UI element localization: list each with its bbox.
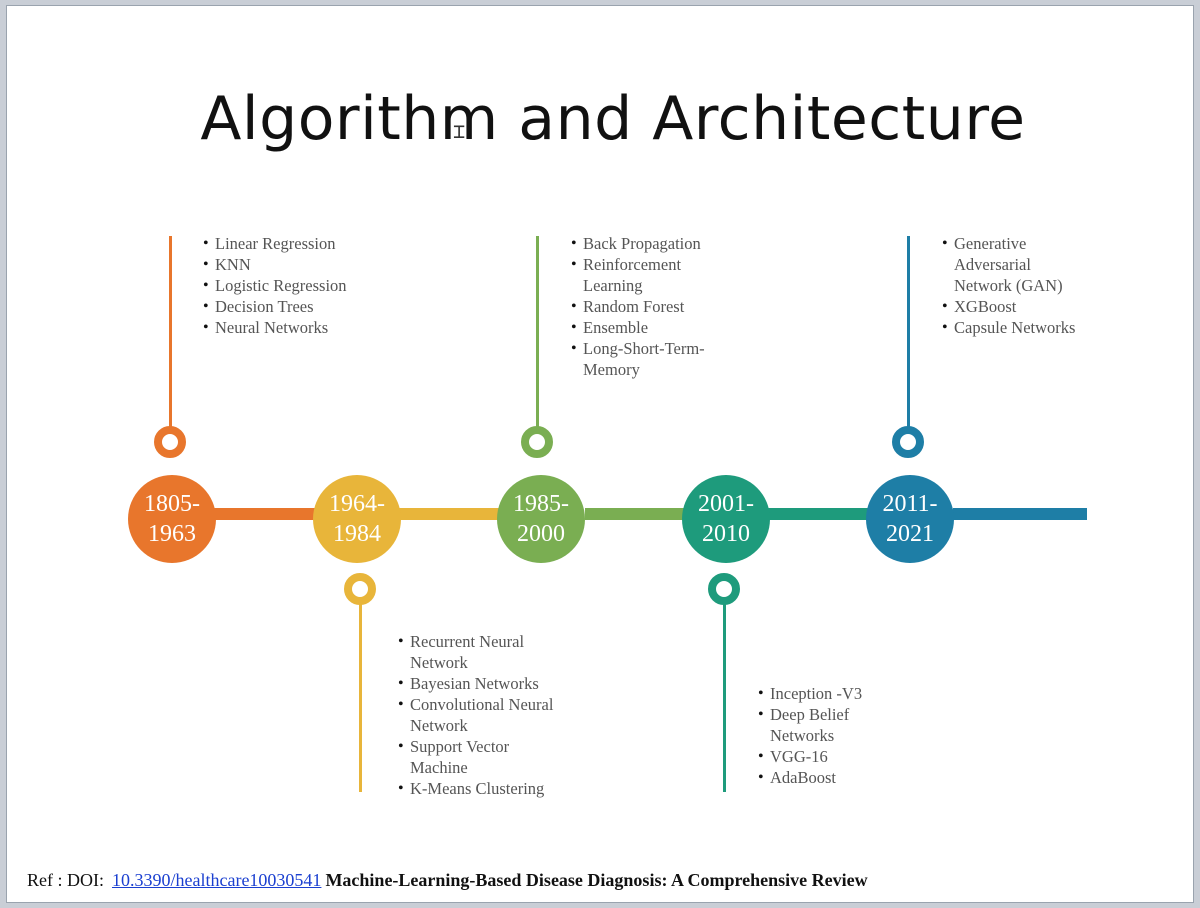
list-item: KNN [203,254,353,275]
doi-link[interactable]: 10.3390/healthcare10030541 [111,870,322,890]
era-1-list: Linear Regression KNN Logistic Regressio… [203,233,353,338]
era-circle-4: 2001- 2010 [682,475,770,563]
list-item: Bayesian Networks [398,673,568,694]
era-end: 2010 [702,521,750,547]
era-5-list: Generative Adversarial Network (GAN) XGB… [942,233,1092,338]
era-5-stem [907,236,910,432]
timeline-segment-4 [767,508,873,520]
list-item: Random Forest [571,296,721,317]
list-item: Logistic Regression [203,275,353,296]
era-5-marker-icon [892,426,924,458]
timeline-segment-3 [585,508,691,520]
slide: Algorithm and Architecture ⌶ 1805- 1963 … [6,5,1194,903]
list-item: Recurrent Neural Network [398,631,568,673]
timeline-segment-2 [399,508,505,520]
era-end: 2000 [517,521,565,547]
era-circle-1: 1805- 1963 [128,475,216,563]
paper-title: Machine-Learning-Based Disease Diagnosis… [325,870,868,890]
ref-prefix: Ref : DOI: [27,870,104,890]
list-item: Inception -V3 [758,683,888,704]
era-end: 1963 [148,521,196,547]
era-end: 1984 [333,521,381,547]
era-end: 2021 [886,521,934,547]
list-item: Generative Adversarial Network (GAN) [942,233,1092,296]
list-item: Back Propagation [571,233,721,254]
era-3-stem [536,236,539,432]
era-start: 2001- [698,491,754,517]
era-2-list: Recurrent Neural Network Bayesian Networ… [398,631,568,799]
era-start: 1805- [144,491,200,517]
era-2-marker-icon [344,573,376,605]
list-item: Ensemble [571,317,721,338]
list-item: Convolutional Neural Network [398,694,568,736]
list-item: Linear Regression [203,233,353,254]
era-1-marker-icon [154,426,186,458]
era-1-stem [169,236,172,432]
list-item: Long-Short-Term-Memory [571,338,721,380]
era-3-marker-icon [521,426,553,458]
list-item: Reinforcement Learning [571,254,721,296]
list-item: Decision Trees [203,296,353,317]
timeline-segment-1 [213,508,319,520]
slide-title: Algorithm and Architecture [200,84,1026,154]
list-item: VGG-16 [758,746,888,767]
list-item: Neural Networks [203,317,353,338]
era-3-list: Back Propagation Reinforcement Learning … [571,233,721,380]
era-2-stem [359,603,362,792]
list-item: AdaBoost [758,767,888,788]
era-start: 1985- [513,491,569,517]
era-start: 1964- [329,491,385,517]
list-item: Capsule Networks [942,317,1092,338]
era-4-list: Inception -V3 Deep Belief Networks VGG-1… [758,683,888,788]
list-item: XGBoost [942,296,1092,317]
text-cursor-icon: ⌶ [453,119,466,143]
era-circle-5: 2011- 2021 [866,475,954,563]
list-item: K-Means Clustering [398,778,568,799]
timeline-segment-5 [953,508,1087,520]
era-circle-2: 1964- 1984 [313,475,401,563]
era-4-stem [723,603,726,792]
era-circle-3: 1985- 2000 [497,475,585,563]
list-item: Support Vector Machine [398,736,568,778]
list-item: Deep Belief Networks [758,704,888,746]
era-start: 2011- [882,491,938,517]
era-4-marker-icon [708,573,740,605]
